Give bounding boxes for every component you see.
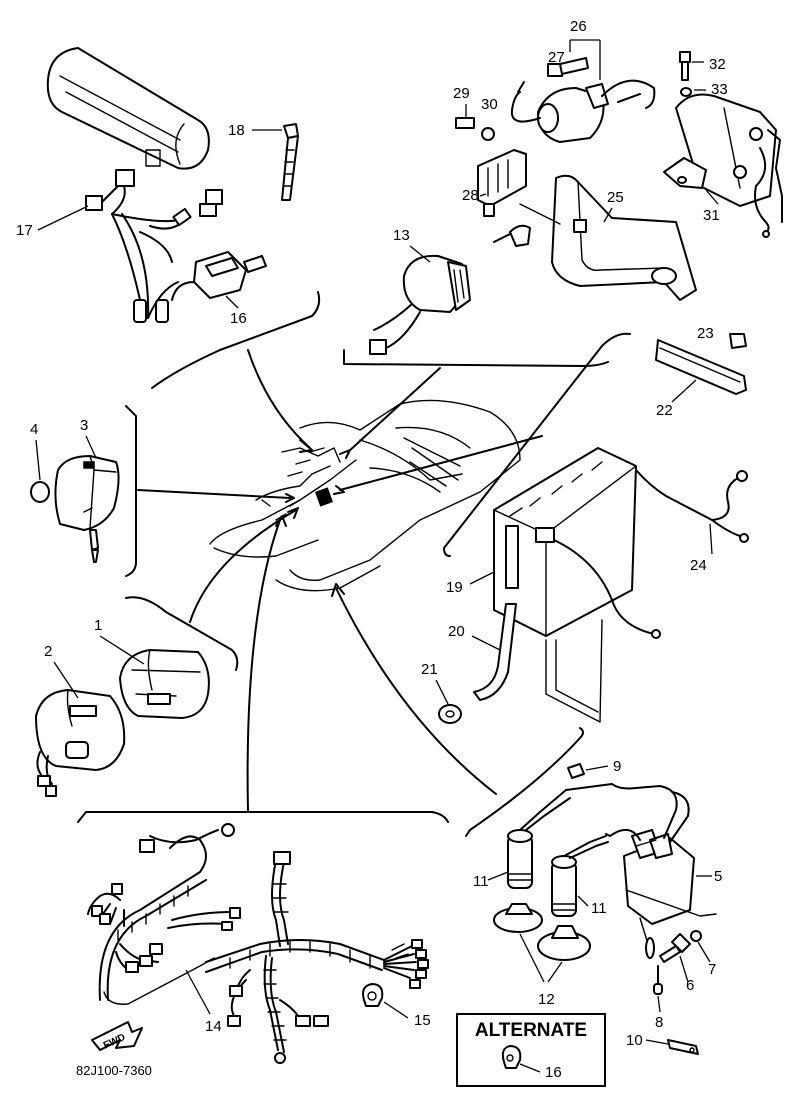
- callout-15: 15: [414, 1012, 431, 1029]
- battery-20: [493, 447, 661, 723]
- toggle-switch: [171, 251, 267, 301]
- plug-cap-9: [567, 763, 585, 779]
- group-bracket-left: [125, 405, 137, 577]
- plug-cap-11a: [507, 789, 571, 889]
- starter-relay-13: [369, 224, 531, 355]
- callout-32: 31: [703, 207, 720, 224]
- callout-11b: 11: [591, 900, 607, 917]
- callout-1: 1: [94, 617, 102, 634]
- callout-18: 17: [16, 222, 33, 239]
- callout-20: 19: [446, 579, 463, 596]
- clamp-16: [501, 1045, 522, 1069]
- callout-2: 2: [44, 643, 52, 660]
- grommet-22: [438, 704, 462, 724]
- plug-cap-11b: [551, 835, 609, 917]
- part-number: 82J100-7360: [76, 1063, 152, 1078]
- regulator-29: [477, 149, 527, 217]
- group-bracket-harness: [77, 811, 449, 823]
- clamp-15: [362, 983, 384, 1007]
- group-bracket-switches: [125, 596, 239, 671]
- nut-24: [729, 333, 747, 349]
- ignition-coil-small: [510, 57, 656, 143]
- callout-21: 20: [448, 623, 465, 640]
- callout-5: 5: [714, 868, 722, 885]
- group-bracket-top-left: [151, 291, 321, 389]
- callout-19: 18: [228, 122, 245, 139]
- callout-31: 30: [481, 96, 498, 113]
- callout-22: 21: [421, 661, 438, 678]
- battery-tray-23: [655, 339, 747, 395]
- callout-9: 9: [613, 758, 621, 775]
- callout-26: 25: [607, 189, 624, 206]
- vent-hose-21: [473, 603, 517, 701]
- bolt-33: [679, 51, 691, 81]
- callout-7: 7: [708, 961, 716, 978]
- callout-34: 33: [711, 81, 728, 98]
- switch-3-group: 3 4: [30, 405, 295, 577]
- ignition-coil-5: [565, 783, 717, 959]
- battery-cable-25: [635, 469, 749, 543]
- mounting-bracket-26: [519, 174, 697, 301]
- washer-34: [680, 87, 692, 97]
- callout-30: 29: [453, 85, 470, 102]
- group-bracket-battery: [443, 332, 631, 557]
- bolt-6: [659, 933, 691, 963]
- callout-28: 27: [548, 49, 565, 66]
- coil-relay-group: 26 27 29 30 28 13: [339, 18, 656, 459]
- handlebar-grip: [46, 47, 210, 170]
- group-bracket-ignition: [465, 727, 584, 837]
- strap-tie: [281, 123, 299, 201]
- callout-11a: 11: [473, 873, 489, 890]
- callout-4: 4: [30, 421, 38, 438]
- callout-17: 16: [230, 310, 247, 327]
- callout-14: 14: [205, 1018, 222, 1035]
- wire-harness-group: 14 15 FWD 82J100-7360: [76, 515, 449, 1078]
- switch-harness: [85, 169, 223, 323]
- callout-6: 6: [686, 977, 694, 994]
- bracket-solenoid-group: 25 31 32 33: [519, 51, 783, 301]
- main-harness-14: [87, 823, 429, 1064]
- callout-33: 32: [709, 56, 726, 73]
- alternate-box: ALTERNATE 16: [456, 1013, 606, 1087]
- switch-1: [119, 649, 210, 719]
- callout-16: 16: [545, 1064, 562, 1081]
- connector-8: [653, 965, 663, 995]
- grip-switch-group: 18 17 16: [16, 47, 321, 453]
- handle-switch-group: 1 2: [35, 507, 299, 797]
- callout-10: 10: [626, 1032, 643, 1049]
- battery-group: 23 22 19 24 20: [333, 325, 749, 724]
- callout-27: 26: [570, 18, 587, 35]
- callout-13: 13: [393, 227, 410, 244]
- knob-4: [30, 481, 50, 503]
- callout-23: 22: [656, 402, 673, 419]
- ignition-group: 9 5 6 7 8: [331, 583, 722, 1055]
- solenoid-32: [663, 93, 783, 238]
- callout-25: 24: [690, 557, 707, 574]
- switch-2: [35, 689, 126, 797]
- kill-switch-3: [54, 455, 120, 563]
- callout-8: 8: [655, 1014, 663, 1031]
- callout-12: 12: [538, 991, 555, 1008]
- band-10: [667, 1039, 699, 1055]
- callout-29: 28: [462, 187, 479, 204]
- cap-cover-12: [493, 903, 591, 961]
- washer-7: [690, 930, 702, 942]
- snowmobile-outline: [209, 399, 521, 592]
- fwd-arrow: FWD: [91, 1021, 143, 1052]
- callout-24: 23: [697, 325, 714, 342]
- alternate-label: ALTERNATE: [475, 1020, 587, 1041]
- group-bracket-top-mid: [343, 349, 609, 367]
- callout-3: 3: [80, 417, 88, 434]
